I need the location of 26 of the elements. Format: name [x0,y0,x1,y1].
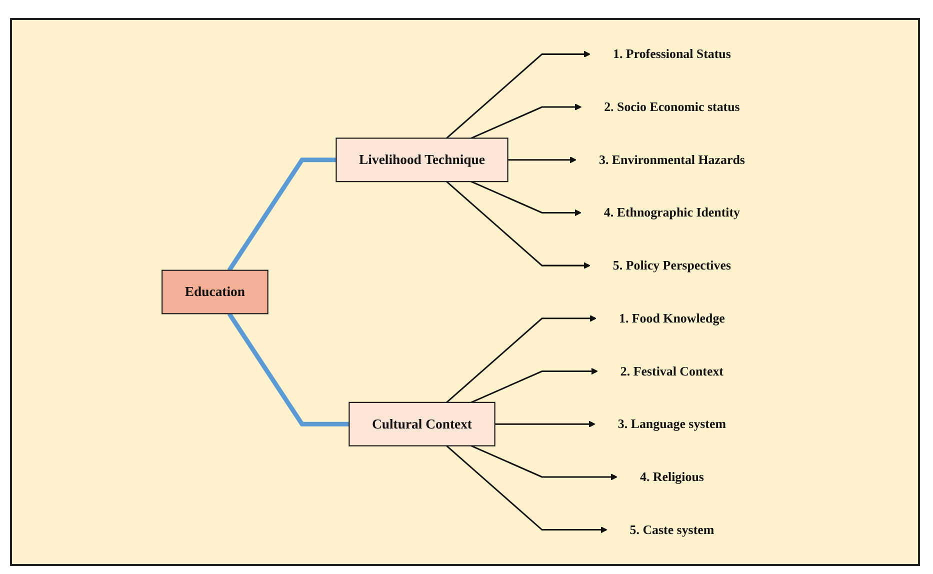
arrow [494,420,596,428]
node-text: 1. Food Knowledge [619,311,726,326]
arrow [470,368,598,404]
arrow [470,104,582,139]
node-box [162,270,268,314]
arrow [470,445,618,480]
arrow [446,315,597,403]
node-text: 1. Professional Status [613,46,731,62]
arrow [446,50,591,139]
node-box [348,402,496,446]
arrow [508,156,577,164]
connector [227,312,350,426]
node-text: 4. Religious [640,470,704,484]
node-text: 4. Ethnographic Identity [604,205,740,220]
node-text: 3. Language system [618,416,726,432]
node-box [336,138,508,182]
node-text: 5. Caste system [630,522,714,537]
node-text: 2. Festival Context [620,364,724,378]
connector [227,158,336,272]
arrow [470,180,582,216]
arrow [446,445,608,534]
arrow [446,180,590,269]
diagram-panel: Education Livelihood Technique 1. Professional Status 2. Socio Economic status 3. Environmental Hazards 4. Ethnographic Identity 5. Policy Perspectives Cultural Context 1. Food Knowledge 2. Festival Context 3. Language system 4. Religious 5. Caste system [10,18,920,566]
node-text: 3. Environmental Hazards [599,152,746,167]
node-text: 5. Policy Perspectives [613,258,732,273]
node-text: 2. Socio Economic status [604,100,740,114]
